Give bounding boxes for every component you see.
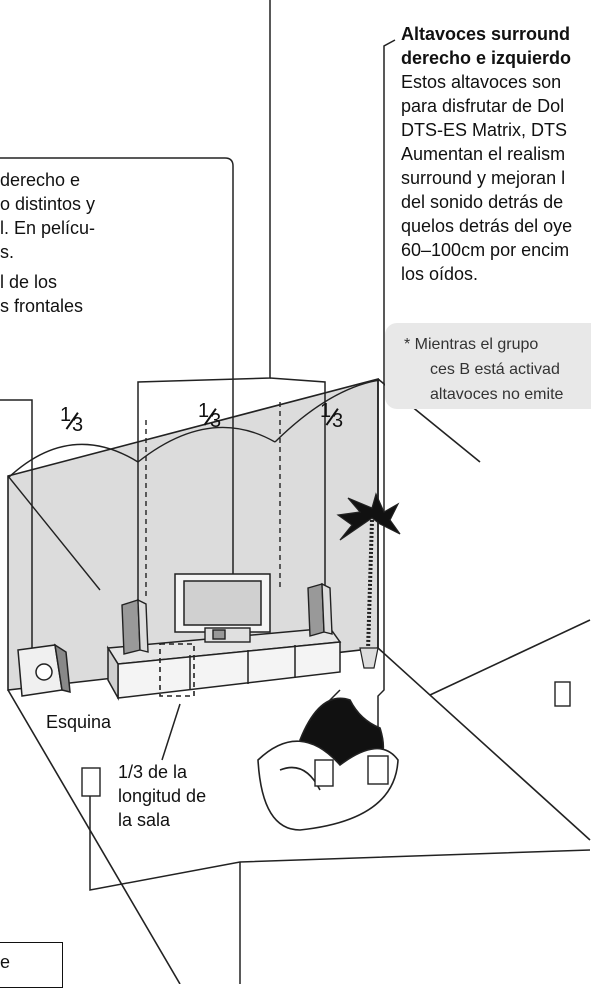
surround-speaker-icon [81,681,571,797]
alt-subwoofer-position [159,643,195,697]
body-line: DTS-ES Matrix, DTS [401,120,568,140]
left-line: l de los [0,272,58,292]
body-line: 60–100cm por encim [401,240,570,260]
note-line: * Mientras el grupo [404,336,539,353]
front-left-speaker-icon [121,598,149,655]
corner-label: Esquina [46,712,112,732]
palm-plant-icon [336,492,401,669]
thirds-arcs [7,379,381,479]
bottom-callout-text: e [0,952,11,972]
body-line: Aumentan el realism [401,144,566,164]
room-outline [7,619,591,984]
body-line: quelos detrás del oye [401,216,573,236]
thirds-dashed [145,402,281,600]
left-line: s. [0,242,15,262]
body-line: del sonido detrás de [401,192,564,212]
body-line: los oídos. [401,264,479,284]
subwoofer-icon [17,643,71,697]
body-line: surround y mejoran l [401,168,566,188]
panel-title-line-1: Altavoces surround [401,24,571,44]
sofa-icon [257,697,399,831]
front-right-speaker-icon [307,582,333,637]
length-label-line: la sala [118,810,171,830]
left-line: o distintos y [0,194,96,214]
left-line: s frontales [0,296,84,316]
note-box [385,323,591,409]
body-line: para disfrutar de Dol [401,96,565,116]
left-line: l. En pelícu- [0,218,96,238]
note-line: altavoces no emite [430,386,564,403]
length-label-line: longitud de [118,786,207,806]
length-label-line: 1/3 de la [118,762,188,782]
left-line: derecho e [0,170,81,190]
center-speaker-icon [204,627,251,643]
body-line: Estos altavoces son [401,72,562,92]
tv-icon [174,573,271,639]
note-line: ces B está activad [430,361,560,378]
panel-title-line-2: derecho e izquierdo [401,48,572,68]
tv-cabinet [106,627,342,701]
